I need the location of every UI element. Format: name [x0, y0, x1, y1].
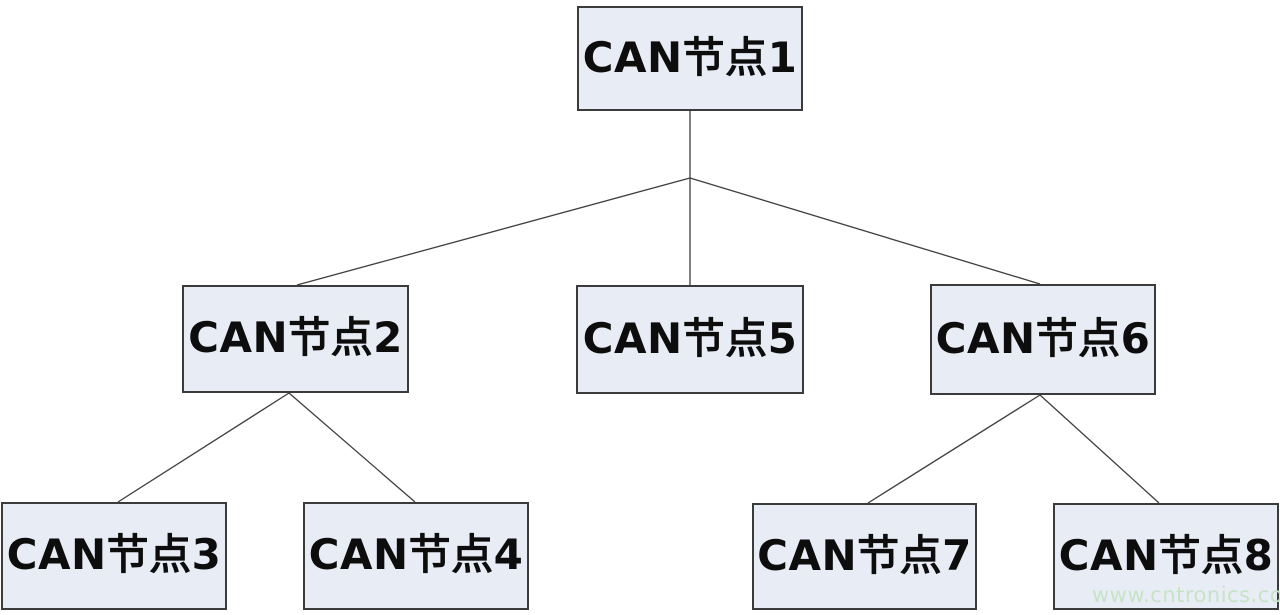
edge-n2-n4 — [288, 392, 416, 503]
node-can6: CAN节点6 — [930, 284, 1156, 395]
node-can4-label: CAN节点4 — [308, 530, 524, 579]
node-can7: CAN节点7 — [752, 503, 977, 610]
node-can5: CAN节点5 — [576, 285, 804, 394]
node-can8-label: CAN节点8 — [1058, 530, 1274, 580]
node-can8: CAN节点8 — [1053, 503, 1279, 610]
node-can2: CAN节点2 — [182, 285, 409, 393]
node-can2-label: CAN节点2 — [188, 313, 403, 362]
node-can7-label: CAN节点7 — [757, 530, 972, 580]
edge-n6-n8 — [1039, 394, 1160, 504]
node-can3: CAN节点3 — [1, 502, 227, 610]
node-can1-label: CAN节点1 — [582, 32, 798, 82]
node-can5-label: CAN节点5 — [582, 313, 798, 363]
node-can6-label: CAN节点6 — [935, 313, 1151, 363]
node-can4: CAN节点4 — [303, 502, 529, 610]
node-can1: CAN节点1 — [577, 6, 803, 111]
edge-n1-n6 — [689, 177, 1041, 285]
edge-n6-n7 — [867, 394, 1041, 504]
watermark-text: www.cntronics.com — [1092, 583, 1280, 607]
edge-n2-n3 — [117, 392, 290, 503]
node-can3-label: CAN节点3 — [6, 530, 222, 579]
edge-n1-n2 — [296, 177, 691, 286]
